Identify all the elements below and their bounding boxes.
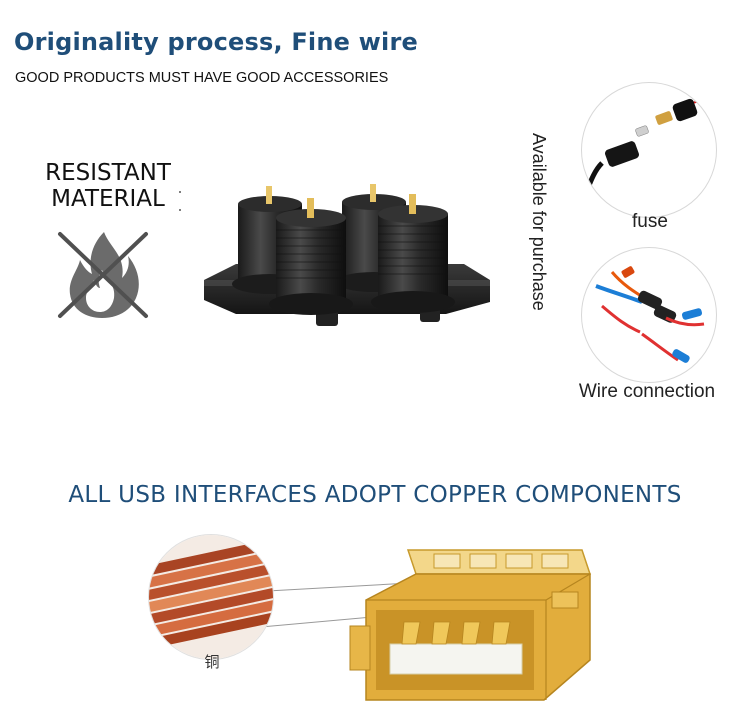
resistant-material-label: RESISTANT MATERIAL	[38, 160, 178, 212]
page-title: Originality process, Fine wire	[14, 28, 418, 56]
socket-panel-photo	[196, 180, 496, 340]
wire-connectors-icon	[595, 266, 705, 363]
copper-sheets-icon	[149, 535, 273, 659]
fuse-icon	[583, 92, 716, 194]
usb-connector-illustration	[346, 540, 596, 715]
resistant-line-2: MATERIAL	[51, 186, 165, 212]
page-subtitle: GOOD PRODUCTS MUST HAVE GOOD ACCESSORIES	[15, 70, 389, 86]
wire-connection-label: Wire connection	[578, 381, 716, 402]
no-fire-icon	[52, 226, 152, 322]
usb-section-title: ALL USB INTERFACES ADOPT COPPER COMPONEN…	[68, 482, 682, 508]
wire-connection-circle	[581, 247, 717, 383]
fuse-label: fuse	[632, 211, 668, 232]
copper-label: 铜	[204, 654, 220, 671]
available-for-purchase-note: Available for purchase	[519, 133, 559, 345]
dots-mark	[176, 186, 184, 216]
resistant-line-1: RESISTANT	[45, 160, 171, 186]
available-for-purchase-text: Available for purchase	[529, 133, 549, 311]
fuse-circle	[581, 82, 717, 218]
copper-circle	[148, 534, 274, 660]
